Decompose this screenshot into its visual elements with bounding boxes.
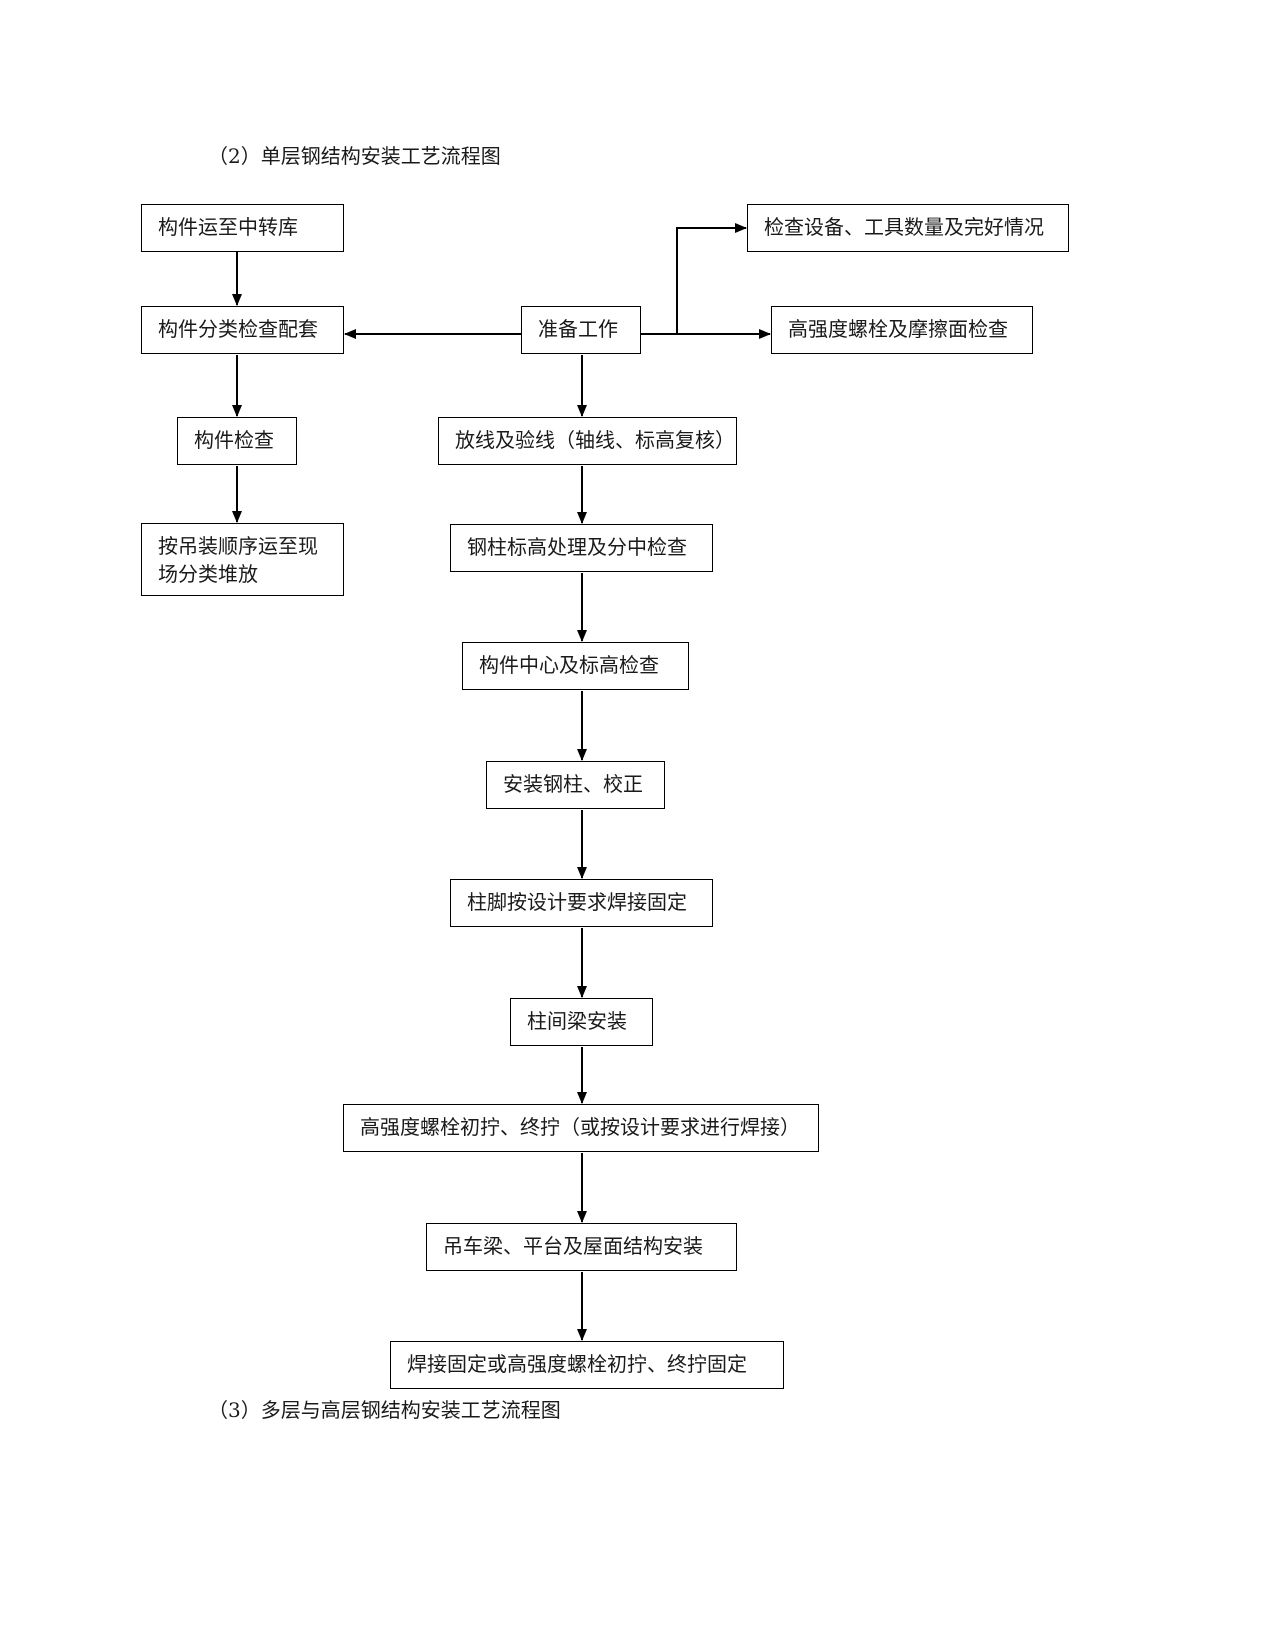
node-center-elevation-check: 构件中心及标高检查 xyxy=(462,642,689,690)
node-bolt-tightening: 高强度螺栓初拧、终拧（或按设计要求进行焊接） xyxy=(343,1104,819,1152)
node-column-base-welding: 柱脚按设计要求焊接固定 xyxy=(450,879,713,927)
node-install-steel-column: 安装钢柱、校正 xyxy=(486,761,665,809)
arrow-preparation-to-equipment xyxy=(676,223,747,334)
node-bolt-friction-inspection: 高强度螺栓及摩擦面检查 xyxy=(771,306,1033,354)
caption-multi-layer-flowchart: （3）多层与高层钢结构安装工艺流程图 xyxy=(208,1398,561,1422)
node-layout-verification: 放线及验线（轴线、标高复核） xyxy=(438,417,737,465)
node-crane-beam-roof-install: 吊车梁、平台及屋面结构安装 xyxy=(426,1223,737,1271)
node-classify-inspect-match: 构件分类检查配套 xyxy=(141,306,344,354)
node-transport-to-site: 按吊装顺序运至现场分类堆放 xyxy=(141,523,344,596)
node-column-elevation-check: 钢柱标高处理及分中检查 xyxy=(450,524,713,572)
node-final-fixing: 焊接固定或高强度螺栓初拧、终拧固定 xyxy=(390,1341,784,1389)
caption-single-layer-flowchart: （2）单层钢结构安装工艺流程图 xyxy=(208,144,501,168)
node-component-inspection: 构件检查 xyxy=(177,417,297,465)
node-check-equipment-tools: 检查设备、工具数量及完好情况 xyxy=(747,204,1069,252)
node-transport-to-depot: 构件运至中转库 xyxy=(141,204,344,252)
node-beam-installation: 柱间梁安装 xyxy=(510,998,653,1046)
node-preparation: 准备工作 xyxy=(521,306,641,354)
